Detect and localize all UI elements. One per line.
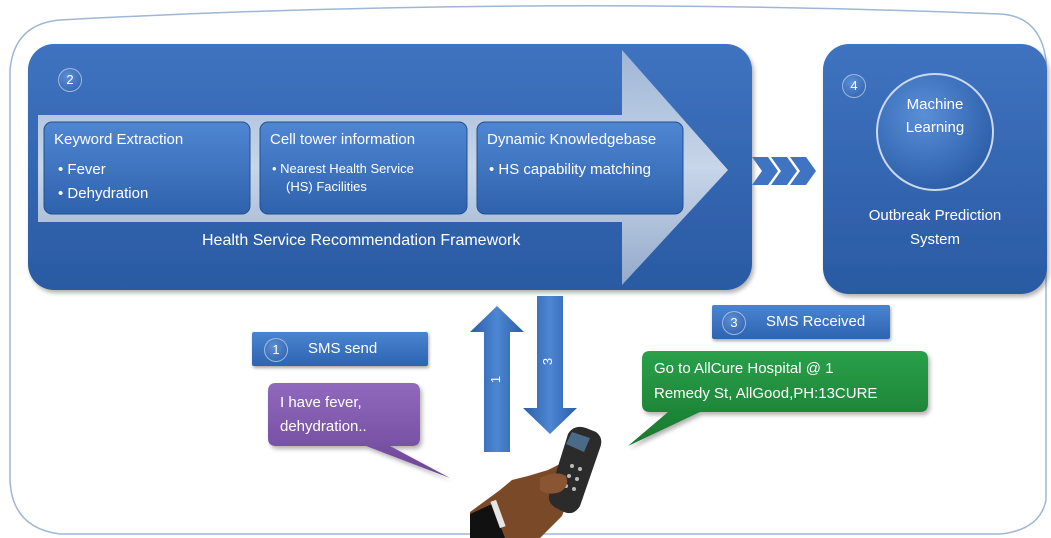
machine-learning-line1: Machine bbox=[906, 96, 964, 113]
knowledgebase-bullet-1-text: HS capability matching bbox=[498, 161, 651, 178]
user-bubble-line1: I have fever, bbox=[280, 394, 362, 411]
reply-sms-bubble bbox=[628, 351, 928, 446]
celltower-box-title: Cell tower information bbox=[270, 131, 416, 148]
knowledgebase-box-title: Dynamic Knowledgebase bbox=[487, 131, 657, 148]
keyword-bullet-1-text: Fever bbox=[67, 161, 106, 178]
celltower-bullet-1: • Nearest Health Service bbox=[272, 161, 414, 176]
step-4-badge: 4 bbox=[842, 74, 866, 98]
step-2-badge: 2 bbox=[58, 68, 82, 92]
up-arrow-label: 1 bbox=[488, 375, 504, 384]
step-1-badge: 1 bbox=[264, 338, 288, 362]
up-arrow bbox=[470, 306, 524, 452]
keyword-box bbox=[43, 121, 251, 215]
keyword-bullet-2-text: Dehydration bbox=[67, 185, 149, 202]
knowledgebase-box bbox=[476, 121, 684, 215]
keyword-bullet-2: • Dehydration bbox=[58, 185, 149, 202]
outbreak-title-line2: System bbox=[909, 231, 961, 248]
sms-send-text: SMS send bbox=[308, 340, 378, 357]
reply-bubble-line1: Go to AllCure Hospital @ 1 bbox=[654, 360, 834, 377]
user-bubble-line2: dehydration.. bbox=[280, 418, 367, 435]
knowledgebase-bullet-1: • HS capability matching bbox=[489, 161, 651, 178]
machine-learning-line2: Learning bbox=[905, 119, 965, 136]
celltower-box bbox=[259, 121, 468, 215]
outer-frame bbox=[9, 5, 1047, 535]
hand-phone-illustration bbox=[470, 426, 602, 538]
celltower-bullet-1-text: Nearest Health Service bbox=[280, 161, 414, 176]
machine-learning-circle bbox=[876, 73, 994, 191]
sms-received-label: 3 SMS Received bbox=[712, 305, 890, 339]
sms-send-label: 1 SMS send bbox=[252, 332, 428, 366]
chevron-arrows-icon bbox=[752, 157, 816, 185]
celltower-bullet-1-cont: (HS) Facilities bbox=[286, 179, 367, 194]
down-arrow bbox=[523, 296, 577, 434]
sms-received-text: SMS Received bbox=[766, 313, 866, 330]
step-3-badge: 3 bbox=[722, 311, 746, 335]
outbreak-title-line1: Outbreak Prediction bbox=[868, 207, 1002, 224]
framework-title: Health Service Recommendation Framework bbox=[202, 232, 521, 249]
user-sms-bubble bbox=[268, 383, 450, 478]
keyword-box-title: Keyword Extraction bbox=[54, 131, 184, 148]
reply-bubble-line2: Remedy St, AllGood,PH:13CURE bbox=[654, 385, 878, 402]
keyword-bullet-1: • Fever bbox=[58, 161, 106, 178]
down-arrow-label: 3 bbox=[540, 357, 556, 366]
